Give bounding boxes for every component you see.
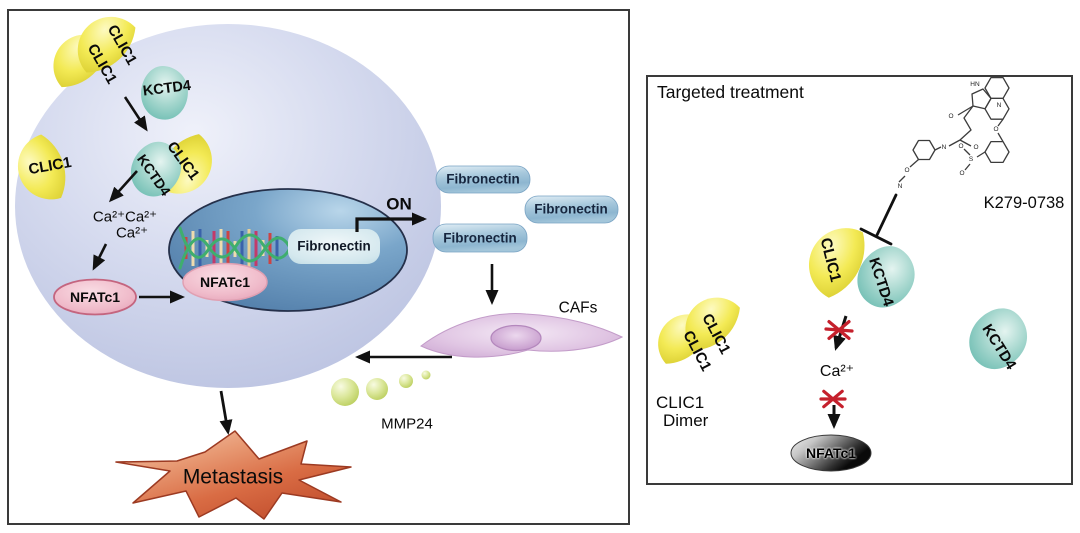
rp-dimer-caption-line1: CLIC1: [656, 393, 705, 412]
mmp24-label: MMP24: [381, 415, 433, 433]
fibronectin-pill-label-1: Fibronectin: [446, 171, 520, 187]
rp-dimer-caption-line2: Dimer: [663, 411, 709, 430]
calcium-line2: Ca²⁺: [115, 224, 149, 242]
metastasis-label: Metastasis: [182, 465, 284, 489]
right-panel-targeted-treatment: [646, 75, 1073, 485]
left-panel-pathway: [7, 9, 630, 525]
fibronectin-pill-label-3: Fibronectin: [443, 230, 517, 246]
fibronectin-pill-label-2: Fibronectin: [534, 201, 608, 217]
rp-calcium-label: Ca²⁺: [819, 363, 855, 380]
nfatc1-cytoplasm-label: NFATc1: [69, 289, 121, 305]
fibronectin-gene-label: Fibronectin: [297, 238, 371, 254]
nfatc1-nucleus-label: NFATc1: [199, 274, 251, 290]
compound-label: K279-0738: [983, 193, 1065, 212]
calcium-line1: Ca²⁺Ca²⁺: [92, 208, 158, 226]
right-panel-title: Targeted treatment: [657, 82, 804, 102]
transcription-on-label: ON: [386, 194, 412, 214]
cafs-label: CAFs: [558, 299, 598, 317]
rp-nfatc1-label: NFATc1: [805, 445, 857, 461]
